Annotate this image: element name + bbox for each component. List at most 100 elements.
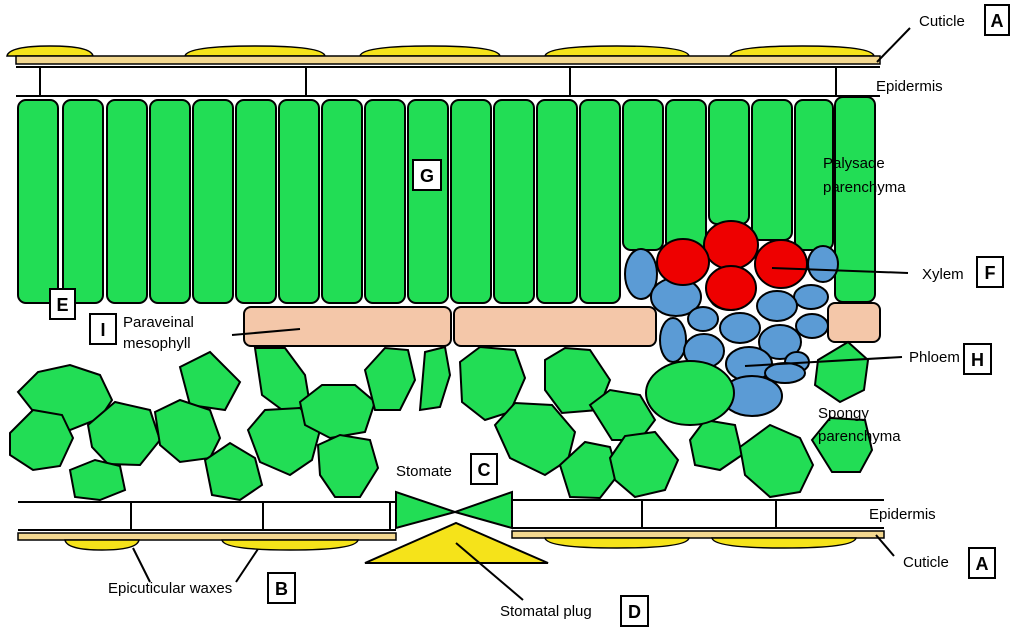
leader-paraveinal — [231, 328, 301, 336]
wax-bottom-2 — [221, 539, 359, 551]
wax-bottom-1 — [64, 539, 140, 551]
wax-bottom-3 — [544, 537, 690, 549]
paraveinal-cell — [453, 306, 657, 347]
palisade-cell — [17, 99, 59, 304]
paraveinal-cell — [827, 302, 881, 343]
paraveinal-mesophyll — [243, 302, 881, 347]
leader-phloem — [744, 356, 903, 367]
guard-cell-right — [451, 490, 513, 530]
palisade-cell — [493, 99, 535, 304]
phloem-cell — [793, 284, 829, 310]
letter-b: B — [275, 579, 288, 599]
phloem-cell — [719, 312, 761, 344]
spongy-cell — [645, 360, 735, 426]
label-palisade-line1: Palysade — [823, 155, 885, 172]
spongy-cell — [363, 346, 417, 411]
bottom-cuticle-layer-left — [17, 532, 397, 541]
leader-waxes-1 — [132, 547, 151, 583]
label-spongy-line1: Spongy — [818, 405, 869, 422]
label-cuticle-top: Cuticle — [919, 13, 965, 30]
bottom-cuticle-layer-right — [511, 530, 885, 539]
letter-c: C — [478, 460, 491, 480]
palisade-cell — [364, 99, 406, 304]
top-wax-deposits — [6, 45, 875, 57]
bottom-wax-deposits — [64, 537, 857, 551]
spongy-cell — [316, 433, 380, 498]
letter-box-e: E — [49, 288, 76, 320]
paraveinal-cell — [243, 306, 452, 347]
spongy-cell — [738, 423, 815, 499]
label-epidermis-bottom: Epidermis — [869, 506, 936, 523]
label-paraveinal-line2: mesophyll — [123, 335, 191, 352]
letter-box-d: D — [620, 595, 649, 627]
letter-e: E — [56, 295, 68, 315]
letter-box-b: B — [267, 572, 296, 604]
spongy-cell — [688, 418, 744, 472]
label-epidermis-top: Epidermis — [876, 78, 943, 95]
xylem-vessel — [754, 239, 808, 289]
letter-box-h: H — [963, 343, 992, 375]
top-cuticle-layer — [15, 55, 881, 65]
spongy-cell — [608, 430, 680, 499]
label-cuticle-bottom: Cuticle — [903, 554, 949, 571]
palisade-parenchyma — [17, 96, 876, 304]
palisade-cell — [708, 99, 750, 225]
spongy-parenchyma — [9, 340, 874, 502]
label-spongy-line2: parenchyma — [818, 428, 901, 445]
label-stomatal-plug: Stomatal plug — [500, 603, 592, 620]
wax-top-3 — [359, 45, 501, 57]
spongy-cell — [203, 441, 264, 502]
top-epidermis — [16, 66, 880, 97]
spongy-cell — [153, 398, 222, 464]
leader-waxes-2 — [235, 548, 259, 583]
wax-bottom-4 — [711, 537, 857, 549]
xylem-vessels — [656, 220, 808, 311]
palisade-cell — [536, 99, 578, 304]
letter-a-top: A — [991, 11, 1004, 31]
stomate-guard-cells — [395, 490, 513, 530]
palisade-cell — [235, 99, 277, 304]
spongy-cell — [86, 400, 162, 467]
spongy-cell — [588, 388, 657, 441]
leader-stomatal-plug — [455, 542, 524, 601]
xylem-vessel — [656, 238, 710, 286]
phloem-cell — [807, 245, 839, 283]
letter-box-c: C — [470, 453, 498, 485]
letter-h: H — [971, 350, 984, 370]
letter-box-i: I — [89, 313, 117, 345]
letter-box-g: G — [412, 159, 442, 191]
phloem-cell — [795, 313, 829, 339]
letter-f: F — [985, 263, 996, 283]
wax-top-4 — [544, 45, 690, 57]
spongy-cell — [298, 384, 377, 440]
palisade-cell — [407, 99, 449, 304]
label-paraveinal-line1: Paraveinal — [123, 314, 194, 331]
spongy-cell — [813, 340, 870, 404]
wax-top-1 — [6, 45, 94, 57]
label-epicuticular-waxes: Epicuticular waxes — [108, 580, 232, 597]
letter-box-a-bottom: A — [968, 547, 996, 579]
wax-top-5 — [729, 45, 875, 57]
palisade-cell — [321, 99, 363, 304]
label-phloem: Phloem — [909, 349, 960, 366]
spongy-cell — [9, 408, 75, 472]
letter-i: I — [100, 320, 105, 340]
spongy-cell — [493, 401, 577, 477]
phloem-cell — [756, 290, 798, 322]
label-xylem: Xylem — [922, 266, 964, 283]
spongy-cell — [68, 458, 127, 502]
leader-cuticle-bottom — [875, 534, 895, 557]
palisade-cell — [278, 99, 320, 304]
guard-cell-left — [395, 490, 459, 530]
palisade-cell — [622, 99, 664, 251]
palisade-cell — [62, 99, 104, 304]
spongy-cell — [178, 350, 242, 412]
spongy-cell — [246, 406, 322, 477]
label-palisade-line2: parenchyma — [823, 179, 906, 196]
palisade-cell — [106, 99, 148, 304]
spongy-cell — [810, 416, 874, 473]
leader-xylem — [771, 267, 909, 274]
letter-box-f: F — [976, 256, 1004, 288]
